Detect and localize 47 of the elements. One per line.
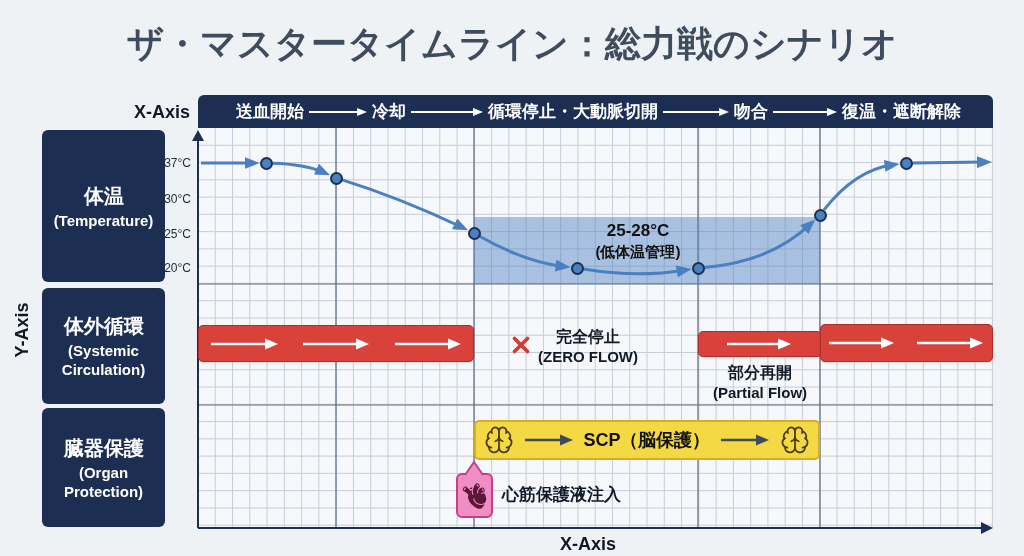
arrow	[341, 178, 469, 231]
title: ザ・マスタータイムライン：総力戦のシナリオ	[125, 22, 899, 66]
annotation: 心筋保護液注入	[502, 484, 621, 506]
axis-label: X-Axis	[559, 533, 617, 555]
phase-label: 送血開始	[236, 101, 304, 123]
arrow	[822, 160, 900, 211]
arrow	[583, 265, 692, 278]
flow-bar	[820, 324, 993, 362]
phase-label: 吻合	[734, 101, 768, 123]
row-title: 体外循環	[63, 314, 144, 339]
row-title: 体温	[83, 183, 124, 209]
tick-label: 30°C	[163, 191, 191, 207]
tick-label: 37°C	[163, 155, 191, 171]
range-label: 25-28°C	[606, 220, 670, 242]
annotation: 完全停止	[555, 327, 621, 347]
arrow	[912, 156, 992, 169]
row-header	[42, 288, 165, 404]
arrow	[704, 219, 816, 269]
phase-label: 復温・遮断解除	[842, 101, 961, 123]
row-title: 臓器保護	[63, 435, 144, 461]
row-subtitle: (Organ Protection)	[62, 462, 145, 501]
row-header	[42, 408, 165, 527]
arrow	[308, 108, 367, 116]
phase-label: 循環停止・大動脈切開	[488, 101, 658, 123]
phase-label: 冷却	[372, 101, 406, 123]
flow-bar	[198, 325, 474, 362]
row-subtitle: (Temperature)	[53, 210, 154, 230]
flow-caption: 部分再開	[728, 363, 792, 383]
row-header	[42, 130, 165, 282]
arrow	[478, 234, 571, 272]
protection-bar	[474, 420, 820, 460]
tick-label: 20°C	[163, 260, 191, 276]
flow-caption: (Partial Flow)	[712, 383, 808, 403]
flow-bar	[698, 331, 822, 357]
row-subtitle: (Systemic Circulation)	[60, 341, 147, 379]
arrow	[272, 161, 331, 176]
range-band	[474, 217, 820, 284]
arrow	[662, 108, 729, 116]
arrow	[772, 108, 837, 116]
range-sublabel: (低体温管理)	[595, 242, 681, 262]
annotation: (ZERO FLOW)	[537, 347, 639, 367]
arrow	[201, 157, 260, 169]
tick-label: 25°C	[163, 226, 191, 242]
arrow	[410, 108, 483, 116]
axis-label: X-Axis	[132, 101, 190, 124]
bar-label: SCP（脳保護）	[583, 429, 711, 452]
axis-label: Y-Axis	[11, 302, 33, 358]
